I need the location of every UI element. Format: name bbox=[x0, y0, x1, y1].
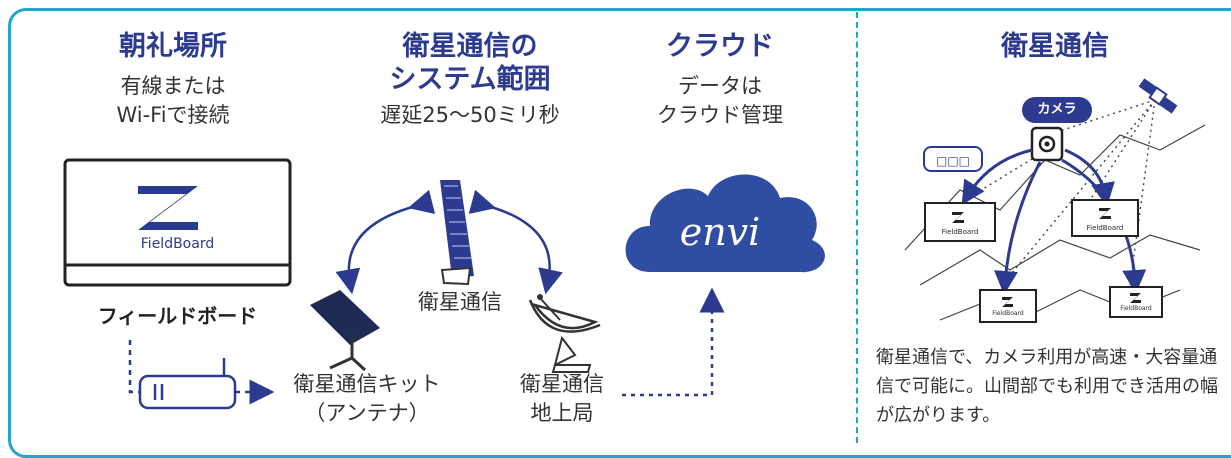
ground-station-label-line2: 地上局 bbox=[530, 401, 594, 425]
satellite-icon bbox=[440, 180, 474, 286]
diagram-graphics bbox=[63, 78, 1206, 410]
fieldboard-logo-text: FieldBoard bbox=[140, 236, 215, 252]
mini-fieldboard-4 bbox=[1109, 286, 1163, 318]
assembly-title: 朝礼場所 bbox=[119, 31, 227, 62]
arrow-to-board-3 bbox=[993, 161, 1042, 295]
cloud-title: クラウド bbox=[666, 31, 774, 62]
range-subtitle: 遅延25〜50ミリ秒 bbox=[380, 103, 560, 127]
satellite-label: 衛星通信 bbox=[418, 290, 502, 314]
panel-caption: 衛星通信で、カメラ利用が高速・大容量通信で可能に。山間部でも利用でき活用の幅が広… bbox=[876, 347, 1218, 426]
wire-line bbox=[128, 340, 140, 394]
cloud-line1: データは bbox=[678, 74, 762, 98]
range-title-line2: システム範囲 bbox=[389, 64, 551, 95]
antenna-kit-label-line1: 衛星通信キット bbox=[293, 372, 441, 396]
antenna-kit-label-line2: （アンテナ） bbox=[304, 401, 430, 425]
range-title-line1: 衛星通信の bbox=[402, 31, 538, 62]
mini-fieldboard-3 bbox=[979, 289, 1037, 323]
satellite-panel-title: 衛星通信 bbox=[1001, 31, 1109, 62]
mini-board-3-label: FieldBoard bbox=[992, 310, 1024, 317]
assembly-line2: Wi-Fiで接続 bbox=[116, 103, 230, 127]
ground-station-dish-icon bbox=[528, 294, 601, 373]
ground-station-label-line1: 衛星通信 bbox=[520, 372, 604, 396]
cloud-text: envi bbox=[679, 210, 761, 254]
mini-fieldboard-2 bbox=[1071, 199, 1139, 237]
ground-to-cloud-line bbox=[622, 287, 725, 397]
device-badge: □□□ bbox=[923, 146, 983, 172]
small-satellite-icon bbox=[1138, 78, 1178, 114]
arrow-to-board-1 bbox=[961, 148, 1033, 206]
router-icon bbox=[138, 358, 237, 410]
section-divider bbox=[856, 12, 858, 443]
arrow-to-board-2 bbox=[1064, 148, 1115, 207]
fieldboard-monitor bbox=[63, 158, 292, 287]
mini-board-2-label: FieldBoard bbox=[1086, 224, 1124, 232]
antenna-kit-icon bbox=[310, 290, 380, 372]
left-link-arrow bbox=[335, 189, 436, 295]
mini-board-1-label: FieldBoard bbox=[941, 228, 979, 236]
fieldboard-label: フィールドボード bbox=[97, 304, 258, 328]
mini-fieldboard-1 bbox=[924, 202, 996, 242]
camera-badge: カメラ bbox=[1022, 97, 1092, 123]
mini-board-4-label: FieldBoard bbox=[1120, 305, 1152, 312]
camera-device-icon bbox=[1030, 126, 1064, 162]
cloud-line2: クラウド管理 bbox=[657, 103, 783, 127]
assembly-line1: 有線または bbox=[120, 74, 226, 98]
right-link-arrow bbox=[468, 189, 563, 295]
fieldboard-logo-icon bbox=[138, 186, 198, 230]
cloud-icon bbox=[625, 174, 825, 273]
